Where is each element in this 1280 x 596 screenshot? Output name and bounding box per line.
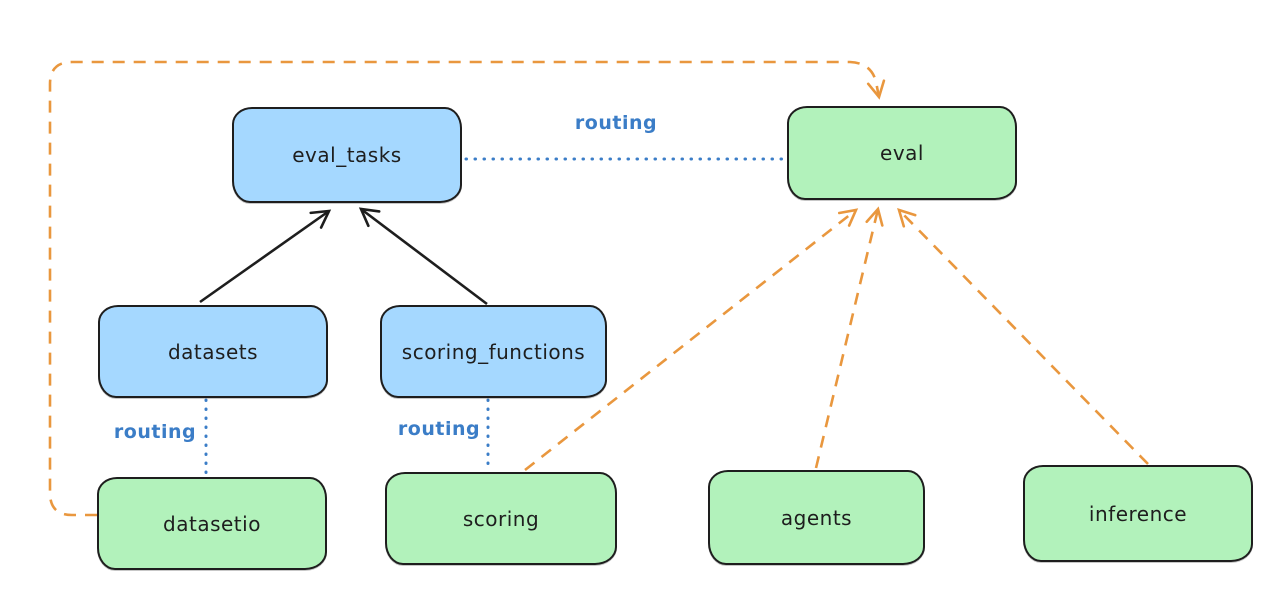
node-agents-label: agents <box>780 505 853 530</box>
node-datasetio-label: datasetio <box>163 511 261 536</box>
node-eval-tasks: eval_tasks <box>232 107 462 203</box>
edge-label-routing-datasets-datasetio: routing <box>113 421 197 443</box>
node-inference-label: inference <box>1088 501 1188 526</box>
node-scoring: scoring <box>385 472 617 565</box>
node-eval-label: eval <box>880 141 924 165</box>
node-agents: agents <box>708 470 925 565</box>
node-datasetio: datasetio <box>97 477 327 570</box>
edge-label-routing-eval-tasks-eval: routing <box>574 112 658 134</box>
node-scoring-functions-label: scoring_functions <box>401 339 586 364</box>
node-datasets: datasets <box>98 305 328 398</box>
edge-scoring_functions-to-eval_tasks-arrow <box>358 207 488 306</box>
edge-datasetio-to-eval-loop-arrow <box>48 60 886 517</box>
node-inference: inference <box>1023 465 1253 562</box>
node-eval-tasks-label: eval_tasks <box>292 143 402 167</box>
edge-datasets-to-eval_tasks-arrow <box>199 209 332 304</box>
node-datasets-label: datasets <box>167 339 259 364</box>
node-scoring-functions: scoring_functions <box>380 305 607 398</box>
node-scoring-label: scoring <box>462 506 540 531</box>
edge-inference-to-eval-arrow <box>897 208 1149 465</box>
edge-agents-to-eval-arrow <box>814 206 884 469</box>
edge-label-routing-scoring-functions-scoring: routing <box>397 418 481 440</box>
node-eval: eval <box>787 106 1017 200</box>
